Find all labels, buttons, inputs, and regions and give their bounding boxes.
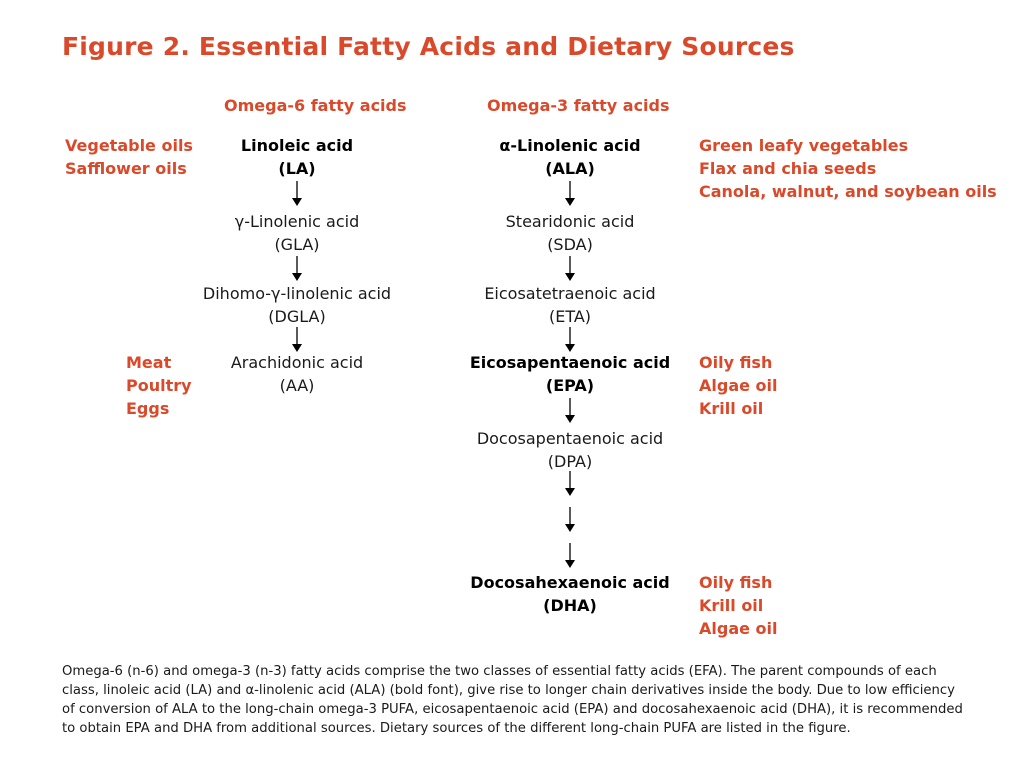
node-name: γ-Linolenic acid — [234, 212, 360, 231]
source-item: Oily fish — [699, 573, 773, 592]
source-item: Oily fish — [699, 353, 773, 372]
node-abbr: (GLA) — [274, 235, 320, 254]
source-item: Flax and chia seeds — [699, 159, 877, 178]
node-name: Eicosatetraenoic acid — [484, 284, 656, 303]
node-stearidonic-acid: Stearidonic acid (SDA) — [506, 210, 635, 256]
sources-epa: Oily fish Algae oil Krill oil — [699, 351, 778, 420]
sources-dha: Oily fish Krill oil Algae oil — [699, 571, 778, 640]
node-abbr: (DPA) — [547, 452, 593, 471]
node-name: Dihomo-γ-linolenic acid — [202, 284, 392, 303]
node-arachidonic-acid: Arachidonic acid (AA) — [231, 351, 363, 397]
source-item: Algae oil — [699, 619, 778, 638]
arrow-down-icon — [564, 543, 576, 569]
node-eicosapentaenoic-acid: Eicosapentaenoic acid (EPA) — [470, 351, 670, 397]
sources-la: Vegetable oils Safflower oils — [65, 134, 193, 180]
source-item: Canola, walnut, and soybean oils — [699, 182, 997, 201]
node-alpha-linolenic-acid: α-Linolenic acid (ALA) — [499, 134, 640, 180]
figure-caption: Omega-6 (n-6) and omega-3 (n-3) fatty ac… — [62, 664, 963, 736]
arrow-down-icon — [564, 256, 576, 282]
node-gamma-linolenic-acid: γ-Linolenic acid (GLA) — [235, 210, 360, 256]
arrow-down-icon — [564, 507, 576, 533]
node-name: Docosapentaenoic acid — [476, 429, 664, 448]
node-name: Stearidonic acid — [505, 212, 635, 231]
node-abbr: (DHA) — [543, 596, 597, 615]
arrow-down-icon — [564, 398, 576, 424]
node-abbr: (ALA) — [545, 159, 595, 178]
arrow-down-icon — [564, 471, 576, 497]
source-item: Meat — [126, 353, 172, 372]
source-item: Safflower oils — [65, 159, 187, 178]
arrow-down-icon — [564, 181, 576, 207]
arrow-down-icon — [291, 181, 303, 207]
node-abbr: (ETA) — [548, 307, 592, 326]
node-name: Eicosapentaenoic acid — [469, 353, 671, 372]
node-name: Arachidonic acid — [230, 353, 364, 372]
node-docosahexaenoic-acid: Docosahexaenoic acid (DHA) — [470, 571, 669, 617]
node-dihomo-gamma-linolenic-acid: Dihomo-γ-linolenic acid (DGLA) — [203, 282, 391, 328]
node-name: Linoleic acid — [240, 136, 354, 155]
source-item: Poultry — [126, 376, 192, 395]
arrow-down-icon — [291, 256, 303, 282]
sources-ala: Green leafy vegetables Flax and chia see… — [699, 134, 997, 203]
sources-aa: Meat Poultry Eggs — [126, 351, 192, 420]
source-item: Eggs — [126, 399, 170, 418]
source-item: Krill oil — [699, 596, 764, 615]
omega6-header: Omega-6 fatty acids — [224, 96, 407, 115]
figure-title: Figure 2. Essential Fatty Acids and Diet… — [62, 32, 795, 61]
node-abbr: (DGLA) — [268, 307, 326, 326]
source-item: Algae oil — [699, 376, 778, 395]
arrow-down-icon — [291, 327, 303, 353]
node-linoleic-acid: Linoleic acid (LA) — [241, 134, 353, 180]
source-item: Green leafy vegetables — [699, 136, 909, 155]
node-abbr: (LA) — [278, 159, 316, 178]
arrow-down-icon — [564, 327, 576, 353]
source-item: Krill oil — [699, 399, 764, 418]
node-abbr: (EPA) — [545, 376, 595, 395]
node-name: Docosahexaenoic acid — [470, 573, 670, 592]
node-abbr: (AA) — [279, 376, 315, 395]
source-item: Vegetable oils — [65, 136, 193, 155]
node-eicosatetraenoic-acid: Eicosatetraenoic acid (ETA) — [484, 282, 655, 328]
node-docosapentaenoic-acid: Docosapentaenoic acid (DPA) — [477, 427, 663, 473]
node-name: α-Linolenic acid — [499, 136, 641, 155]
omega3-header: Omega-3 fatty acids — [487, 96, 670, 115]
node-abbr: (SDA) — [547, 235, 593, 254]
